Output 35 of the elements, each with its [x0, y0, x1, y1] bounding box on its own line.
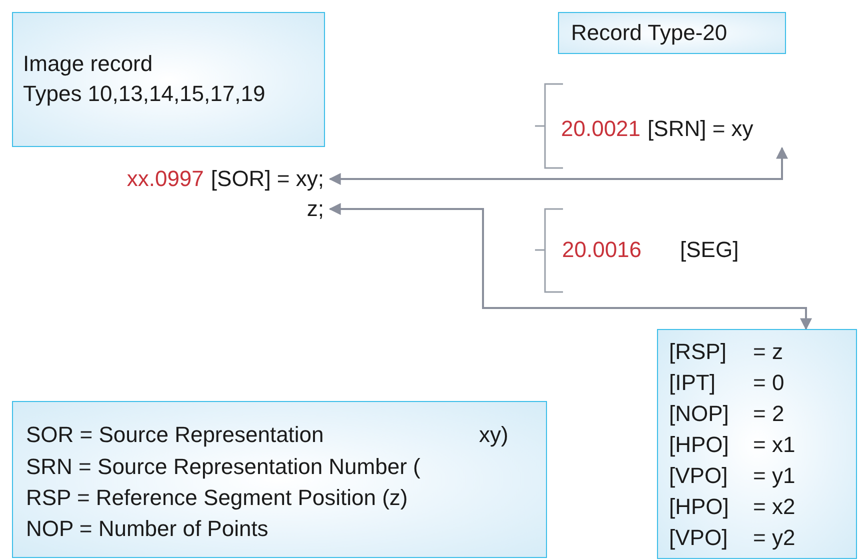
box-text: = y1 [753, 463, 796, 489]
box-text: NOP = Number of Points [26, 516, 268, 542]
field-text: [SEG] [680, 237, 739, 263]
box-text: [VPO] [669, 463, 728, 489]
box-text: [HPO] [669, 494, 729, 520]
box-text: = 2 [753, 401, 784, 427]
field-list-box [657, 329, 857, 559]
box-text: Record Type-20 [571, 20, 728, 46]
record-box [12, 12, 325, 147]
arrow [328, 203, 812, 330]
box-text: [NOP] [669, 401, 729, 427]
box-text: = z [753, 339, 783, 365]
box-text: [RSP] [669, 339, 726, 365]
box-text: = y2 [753, 525, 796, 551]
field-text: [SOR] = xy; [210, 166, 324, 192]
box-text: SOR = Source Representation [26, 422, 324, 448]
record-box [558, 12, 786, 54]
field-text: z; [306, 196, 324, 222]
field-number: 20.0016 [562, 237, 642, 263]
box-text: [IPT] [669, 370, 716, 396]
definitions-box [12, 401, 547, 558]
field-number: xx.0997 [126, 166, 204, 192]
field-text: [SRN] = xy [648, 116, 754, 142]
arrow [328, 146, 788, 185]
box-text: = 0 [753, 370, 784, 396]
box-text: SRN = Source Representation Number ( [26, 454, 420, 480]
box-text: Image record [23, 51, 153, 77]
box-text: RSP = Reference Segment Position (z) [26, 485, 408, 511]
field-number: 20.0021 [561, 116, 641, 142]
box-text: Types 10,13,14,15,17,19 [23, 81, 266, 107]
box-text: [VPO] [669, 525, 728, 551]
box-text: xy) [479, 422, 508, 448]
box-text: [HPO] [669, 432, 729, 458]
box-text: = x1 [753, 432, 796, 458]
box-text: = x2 [753, 494, 796, 520]
